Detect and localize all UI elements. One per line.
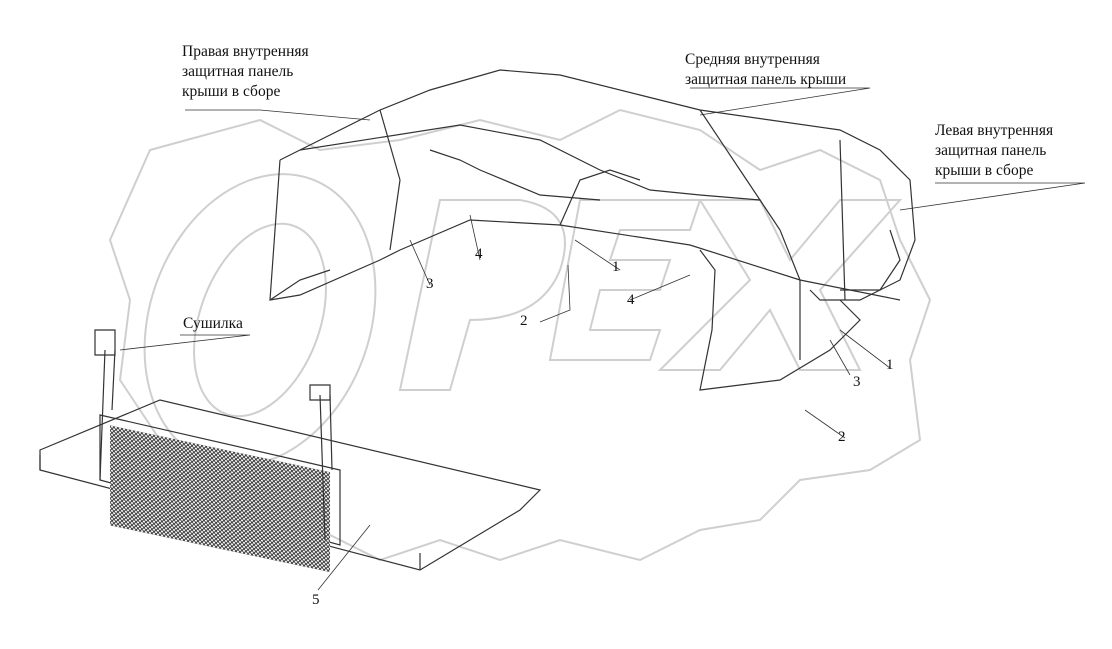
callout-2-center: 2 — [520, 313, 528, 329]
roof-panels — [269, 69, 916, 391]
label-dryer-line-1: Сушилка — [183, 315, 243, 332]
label-right-panel: Правая внутренняя защитная панель крыши … — [182, 42, 309, 102]
callout-4-left: 4 — [475, 246, 483, 262]
label-left-panel-line-2: защитная панель — [935, 142, 1047, 159]
label-middle-panel-line-2: защитная панель крыши — [685, 71, 847, 88]
label-middle-panel-line-1: Средняя внутренняя — [685, 51, 820, 68]
label-left-panel-line-3: крыши в сборе — [935, 162, 1034, 179]
callout-1-right: 1 — [886, 357, 894, 373]
callout-3-left: 3 — [426, 276, 434, 292]
label-dryer: Сушилка — [183, 314, 243, 334]
leader-lines — [119, 87, 1086, 591]
callout-2-right: 2 — [838, 429, 846, 445]
callout-3-right: 3 — [853, 374, 861, 390]
label-right-panel-line-3: крыши в сборе — [182, 83, 281, 100]
callout-4-right: 4 — [627, 292, 635, 308]
callout-5-dryer: 5 — [312, 592, 320, 608]
label-left-panel-line-1: Левая внутренняя — [935, 122, 1054, 139]
label-right-panel-line-2: защитная панель — [182, 63, 294, 80]
label-middle-panel: Средняя внутренняя защитная панель крыши — [685, 50, 846, 90]
label-right-panel-line-1: Правая внутренняя — [182, 43, 309, 60]
callout-1-center: 1 — [612, 259, 620, 275]
label-left-panel: Левая внутренняя защитная панель крыши в… — [935, 121, 1053, 181]
dryer-unit — [39, 329, 542, 573]
